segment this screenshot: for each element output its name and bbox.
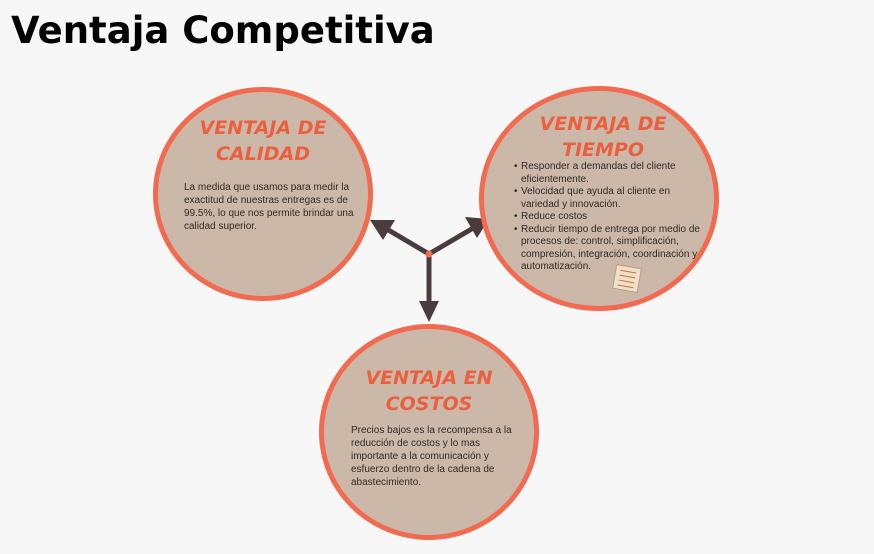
ventaja-calidad-title-line2: CALIDAD bbox=[215, 143, 311, 165]
arrowhead-calidad bbox=[370, 220, 395, 240]
hub-dot bbox=[425, 250, 433, 258]
ventaja-tiempo-circle: VENTAJA DE TIEMPO Responder a demandas d… bbox=[479, 86, 719, 311]
list-item: Responder a demandas del cliente eficien… bbox=[514, 161, 700, 186]
arrow-to-calidad bbox=[382, 225, 432, 257]
ventaja-tiempo-list: Responder a demandas del cliente eficien… bbox=[514, 161, 700, 274]
arrowhead-costos bbox=[419, 301, 439, 322]
list-item: Reducir tiempo de entrega por medio de p… bbox=[514, 224, 700, 274]
ventaja-tiempo-title-line1: VENTAJA DE bbox=[539, 113, 667, 135]
ventaja-calidad-circle: VENTAJA DE CALIDAD La medida que usamos … bbox=[153, 87, 373, 301]
ventaja-calidad-text: La medida que usamos para medir la exact… bbox=[184, 182, 354, 232]
document-icon bbox=[612, 263, 642, 294]
list-item: Reduce costos bbox=[514, 211, 700, 224]
ventaja-costos-title-line2: COSTOS bbox=[385, 393, 473, 415]
list-item: Velocidad que ayuda al cliente en varied… bbox=[514, 186, 700, 211]
ventaja-costos-circle: VENTAJA EN COSTOS Precios bajos es la re… bbox=[319, 324, 539, 540]
ventaja-costos-title-line1: VENTAJA EN bbox=[365, 367, 493, 389]
ventaja-tiempo-title-line2: TIEMPO bbox=[562, 139, 644, 161]
ventaja-costos-text: Precios bajos es la recompensa a la redu… bbox=[351, 425, 512, 488]
ventaja-tiempo-title: VENTAJA DE TIEMPO bbox=[484, 111, 714, 163]
page-title: Ventaja Competitiva bbox=[11, 9, 435, 52]
ventaja-calidad-title: VENTAJA DE CALIDAD bbox=[158, 115, 368, 167]
ventaja-costos-title: VENTAJA EN COSTOS bbox=[324, 365, 534, 417]
arrow-to-tiempo bbox=[426, 224, 478, 257]
ventaja-calidad-title-line1: VENTAJA DE bbox=[199, 117, 327, 139]
